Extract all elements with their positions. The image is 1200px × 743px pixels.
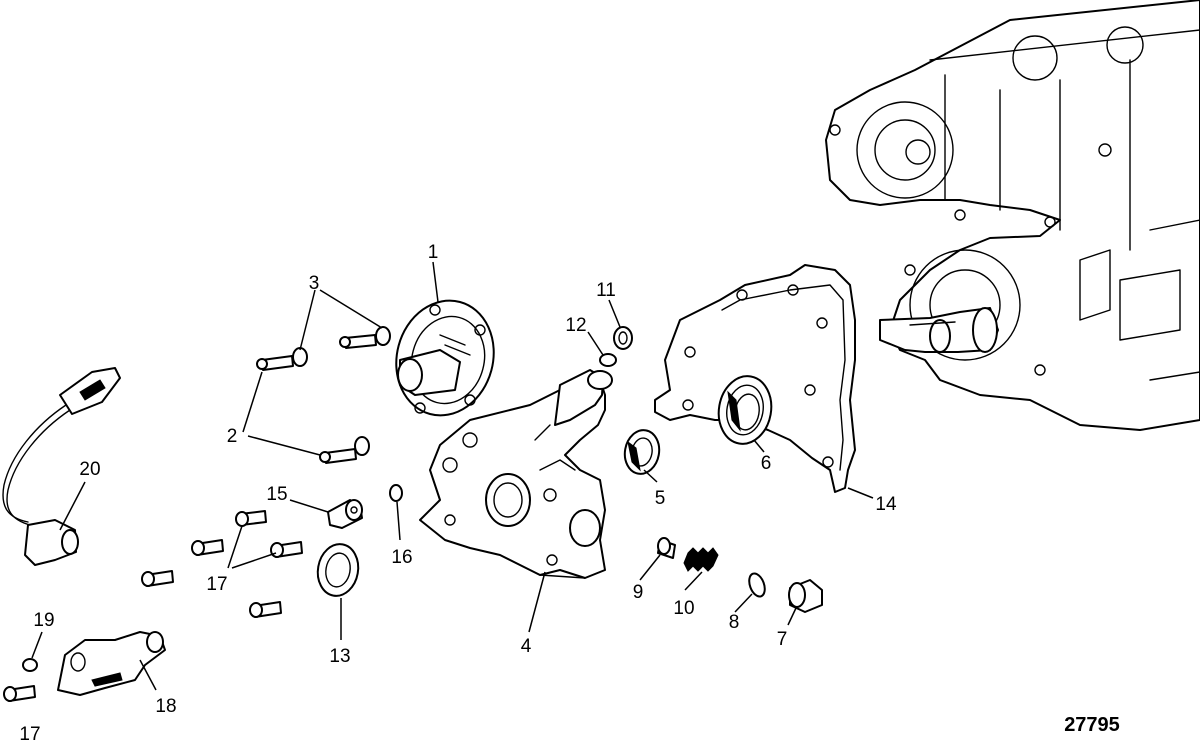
callout-17-lower: 17 [19,724,40,743]
callout-5: 5 [655,488,666,509]
callout-6: 6 [761,453,772,474]
pressure-relief-parts [657,537,823,613]
crankshaft-front-seal [717,375,773,445]
oil-pump-front-cover [419,369,613,579]
figure-number: 27795 [1064,714,1120,736]
callout-labels: 1 2 3 4 5 6 7 8 9 10 11 12 13 14 15 16 1… [19,242,897,743]
callout-14: 14 [875,494,897,515]
callout-12: 12 [565,315,586,336]
engine-block [825,0,1200,431]
callout-15: 15 [266,484,287,505]
callout-20: 20 [79,459,100,480]
callout-3: 3 [309,273,320,294]
callout-18: 18 [155,696,176,717]
callout-8: 8 [729,612,740,633]
callout-19: 19 [33,610,54,631]
fitting [327,499,363,529]
callout-11: 11 [596,280,616,301]
callout-4: 4 [521,636,532,657]
callout-7: 7 [777,629,788,650]
plug-and-o-ring [599,326,633,367]
oil-seal [316,543,360,597]
bolt-and-washer-set [256,326,391,464]
callout-13: 13 [329,646,350,667]
sensor-bracket [22,631,166,696]
callout-2: 2 [227,426,238,447]
water-pump [395,299,495,417]
leader-lines [31,261,874,691]
sensor-with-harness [2,367,121,566]
callout-16: 16 [391,547,412,568]
callout-1: 1 [428,242,439,263]
seal [623,429,661,475]
callout-17-upper: 17 [206,574,227,595]
callout-9: 9 [633,582,644,603]
callout-10: 10 [673,598,694,619]
bolt-set [3,510,303,702]
o-ring [389,484,403,502]
